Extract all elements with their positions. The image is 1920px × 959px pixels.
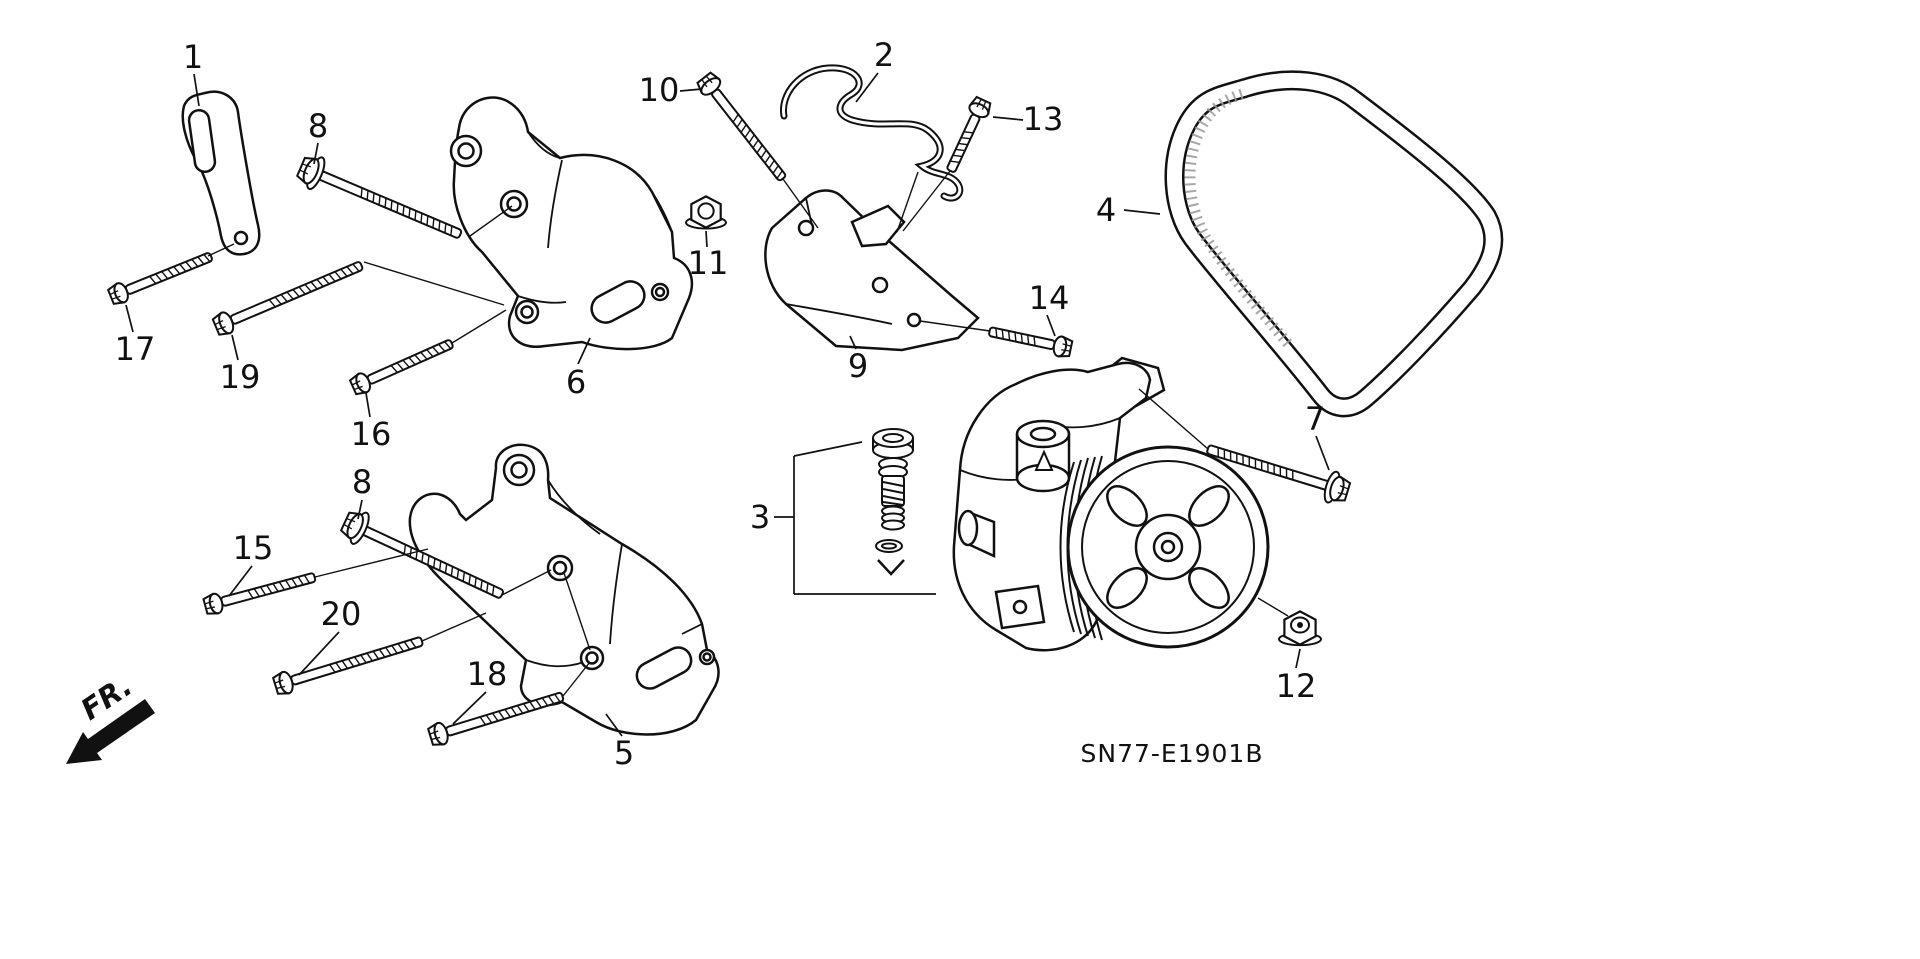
part-label-7: 7 xyxy=(1305,400,1325,438)
nut-11 xyxy=(685,195,727,230)
part-4-belt xyxy=(1164,70,1504,418)
part-label-2: 2 xyxy=(874,36,894,74)
part-label-14: 14 xyxy=(1029,279,1070,317)
part-label-13: 13 xyxy=(1023,100,1064,138)
bolt-7 xyxy=(1206,444,1352,504)
part-label-16: 16 xyxy=(351,415,392,453)
fr-direction: FR. xyxy=(66,669,155,764)
bolt-8b xyxy=(339,511,504,599)
bolt-14 xyxy=(988,326,1074,358)
part-9-bracket xyxy=(764,189,980,352)
part-label-18: 18 xyxy=(467,655,508,693)
part-label-10: 10 xyxy=(639,71,680,109)
part-label-19: 19 xyxy=(220,358,261,396)
bolt-8a xyxy=(296,156,463,239)
assembly-lines xyxy=(207,170,1289,697)
part-label-12: 12 xyxy=(1276,667,1317,705)
nuts-layer xyxy=(685,195,1322,647)
part-label-1: 1 xyxy=(183,38,203,76)
pump-arrow-mark xyxy=(1034,449,1054,471)
part-label-3: 3 xyxy=(750,498,770,536)
leader-lines xyxy=(125,72,1330,737)
bolt-20 xyxy=(271,636,424,695)
part-label-20: 20 xyxy=(321,595,362,633)
bolt-16 xyxy=(348,339,454,396)
part-label-17: 17 xyxy=(115,330,156,368)
bolt-15 xyxy=(202,572,317,615)
part-label-8a: 8 xyxy=(308,107,328,145)
part-label-15: 15 xyxy=(233,529,274,567)
insert-arrow xyxy=(877,559,905,576)
belt-stipple xyxy=(1184,88,1295,350)
part-1-stay-bracket xyxy=(181,90,261,256)
part-label-5: 5 xyxy=(614,734,634,772)
pulley xyxy=(1059,445,1270,649)
bolt-10 xyxy=(696,71,787,182)
bolt-18 xyxy=(426,691,565,746)
diagram-code: SN77-E1901B xyxy=(1081,739,1264,768)
bolts-layer xyxy=(106,71,1352,746)
part-6-bracket xyxy=(449,96,694,351)
part-label-4: 4 xyxy=(1096,191,1116,229)
part-5-bracket xyxy=(408,443,720,736)
part-9-clamp xyxy=(850,204,906,248)
bolt-19 xyxy=(211,261,364,336)
part-label-11: 11 xyxy=(688,244,729,282)
bolt-13 xyxy=(946,95,992,173)
part-2-pipe-clamp xyxy=(780,64,964,202)
part-3-valve xyxy=(872,428,914,576)
nut-12 xyxy=(1278,610,1322,647)
part-label-6: 6 xyxy=(566,363,586,401)
bolt-17 xyxy=(106,252,213,305)
part-label-8b: 8 xyxy=(352,463,372,501)
part-label-9: 9 xyxy=(848,347,868,385)
fr-arrow-icon xyxy=(66,699,155,764)
